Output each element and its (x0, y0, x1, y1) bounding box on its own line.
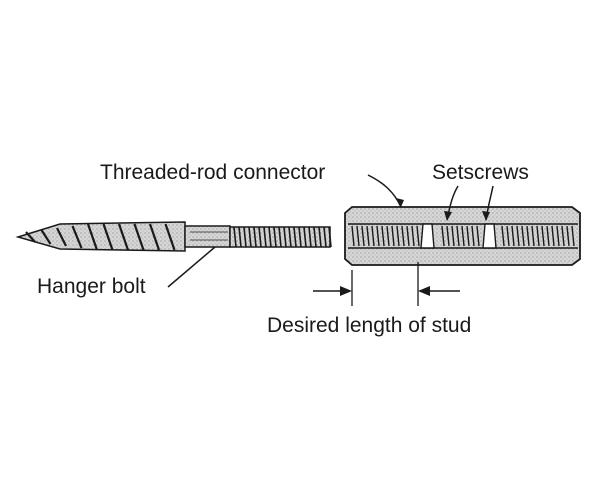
hanger-bolt-machine-threads (233, 226, 332, 248)
connector-leader (367, 174, 402, 208)
machine-thread-crest (298, 226, 302, 248)
stud-length-label: Desired length of stud (267, 314, 472, 337)
machine-thread-crest (243, 226, 247, 248)
connector-internal-threads (351, 225, 575, 247)
internal-thread-crest (366, 225, 370, 247)
machine-thread-crest (268, 226, 272, 248)
internal-thread-crest (526, 225, 530, 247)
machine-thread-crest (278, 226, 282, 248)
hanger-bolt-shank (184, 225, 231, 248)
wood-thread-crest (102, 223, 114, 251)
machine-thread-crest (263, 226, 267, 248)
wood-thread-crest (40, 229, 52, 245)
machine-thread-crest (273, 226, 277, 248)
internal-thread-crest (391, 225, 395, 247)
hanger-bolt (15, 221, 332, 288)
internal-thread-crest (416, 225, 420, 247)
machine-thread-crest (308, 226, 312, 248)
threaded-rod-connector-label: Threaded-rod connector (100, 161, 326, 184)
internal-thread-crest (386, 225, 390, 247)
hanger-bolt-leader (167, 246, 216, 288)
internal-thread-crest (566, 225, 570, 247)
internal-thread-crest (571, 225, 575, 247)
internal-thread-crest (561, 225, 565, 247)
machine-thread-crest (303, 226, 307, 248)
machine-thread-crest (318, 226, 322, 248)
internal-thread-crest (466, 225, 470, 247)
hanger-bolt-wood-thread-body (15, 221, 186, 252)
machine-thread-crest (313, 226, 317, 248)
setscrews-label: Setscrews (432, 161, 529, 184)
internal-thread-crest (546, 225, 550, 247)
machine-thread-crest (258, 226, 262, 248)
internal-thread-crest (541, 225, 545, 247)
setscrew-left (420, 223, 435, 249)
internal-thread-crest (376, 225, 380, 247)
stud-length-dimension (313, 262, 460, 306)
setscrew-right (482, 223, 497, 249)
machine-thread-crest (328, 226, 332, 248)
internal-thread-crest (556, 225, 560, 247)
internal-thread-crest (516, 225, 520, 247)
machine-thread-crest (323, 226, 327, 248)
internal-thread-crest (351, 225, 355, 247)
hanger-bolt-label: Hanger bolt (37, 275, 146, 298)
machine-thread-crest (283, 226, 287, 248)
internal-thread-crest (411, 225, 415, 247)
wood-thread-crest (148, 223, 161, 251)
internal-thread-crest (446, 225, 450, 247)
machine-thread-crest (248, 226, 252, 248)
internal-thread-crest (531, 225, 535, 247)
internal-thread-crest (371, 225, 375, 247)
machine-thread-crest (288, 226, 292, 248)
internal-thread-crest (471, 225, 475, 247)
wood-thread-crest (133, 223, 145, 251)
internal-thread-crest (536, 225, 540, 247)
internal-thread-crest (551, 225, 555, 247)
machine-thread-crest (238, 226, 242, 248)
internal-thread-crest (506, 225, 510, 247)
internal-thread-crest (396, 225, 400, 247)
internal-thread-crest (401, 225, 405, 247)
internal-thread-crest (476, 225, 480, 247)
internal-thread-crest (511, 225, 515, 247)
internal-thread-crest (456, 225, 460, 247)
machine-thread-crest (293, 226, 297, 248)
internal-thread-crest (461, 225, 465, 247)
internal-thread-crest (356, 225, 360, 247)
internal-thread-crest (361, 225, 365, 247)
internal-thread-crest (501, 225, 505, 247)
internal-thread-crest (521, 225, 525, 247)
internal-thread-crest (406, 225, 410, 247)
machine-thread-crest (233, 226, 237, 248)
wood-thread-crest (56, 227, 67, 247)
wood-thread-crest (117, 223, 130, 251)
wood-thread-crest (86, 223, 99, 251)
internal-thread-crest (381, 225, 385, 247)
wood-thread-crest (25, 231, 36, 243)
machine-thread-crest (253, 226, 257, 248)
threaded-rod-connector (344, 174, 581, 266)
wood-thread-crest (164, 223, 176, 251)
wood-thread-crest (71, 225, 83, 249)
hanger-bolt-wood-threads (25, 223, 176, 251)
internal-thread-crest (441, 225, 445, 247)
internal-thread-crest (451, 225, 455, 247)
